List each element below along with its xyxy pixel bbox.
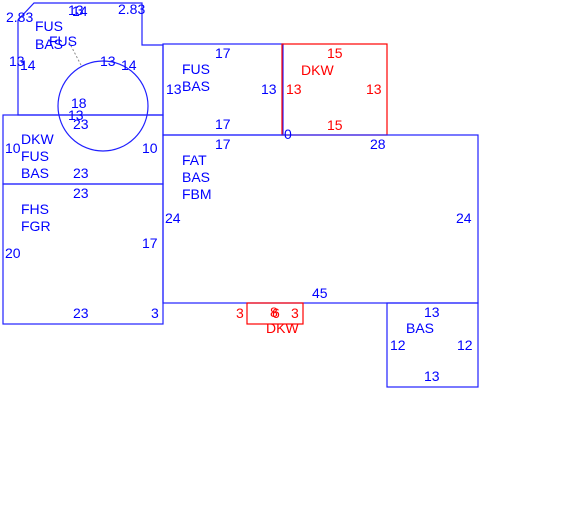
dimension-label: 18	[71, 95, 87, 111]
area-label-line: FAT	[182, 152, 207, 168]
dimension-label: 13	[68, 107, 84, 123]
dimension-label: 14	[20, 57, 36, 73]
dimension-label: 17	[215, 116, 231, 132]
dimension-label: 13	[424, 368, 440, 384]
dimension-label: 23	[73, 116, 89, 132]
dimension-label: 13	[261, 81, 277, 97]
dimension-label: 14	[72, 3, 88, 19]
dimension-label: 13	[366, 81, 382, 97]
dimension-label: 13	[9, 53, 25, 69]
dimension-label: 12	[390, 337, 406, 353]
area-label-line: BAS	[21, 165, 49, 181]
dimension-label: 23	[73, 185, 89, 201]
area-label-line: BAS	[406, 320, 434, 336]
area-label-line: DKW	[266, 320, 299, 336]
dimension-label: 12	[457, 337, 473, 353]
dimension-label: 2.83	[118, 1, 145, 17]
dimension-label: 10	[5, 140, 21, 156]
dimension-label: 15	[327, 45, 343, 61]
dimension-label: 23	[73, 165, 89, 181]
area-label-line: DKW	[21, 131, 54, 147]
dimension-label: 0	[284, 126, 292, 142]
area-label-line: FUS	[182, 61, 210, 77]
dimension-label: 17	[215, 45, 231, 61]
area-label-line: FUS	[35, 18, 63, 34]
area-label-line: BAS	[182, 78, 210, 94]
dimension-label: 8	[270, 304, 278, 320]
dimension-label: 15	[327, 117, 343, 133]
dimension-label: 3	[236, 305, 244, 321]
area-label-line: FGR	[21, 218, 51, 234]
dimension-label: 20	[5, 245, 21, 261]
wing-divider	[68, 41, 83, 68]
dimension-label: 2.83	[6, 9, 33, 25]
dimension-label: 28	[370, 136, 386, 152]
area-label-line: BAS	[35, 36, 63, 52]
circle-feature	[57, 60, 149, 152]
area-outline-bottom-right	[386, 302, 479, 388]
area-outline-main-block	[162, 134, 479, 304]
dimension-label: 14	[121, 57, 137, 73]
area-label-line: FBM	[182, 186, 212, 202]
area-label-overlay: FUS	[49, 33, 77, 49]
dimension-label: 13	[286, 81, 302, 97]
area-label-line: BAS	[182, 169, 210, 185]
dimension-label: 24	[165, 210, 181, 226]
area-label-line: DKW	[301, 62, 334, 78]
dimension-label: 13	[68, 2, 84, 18]
area-outline-bottom-deck	[246, 302, 304, 325]
dimension-label: 45	[312, 285, 328, 301]
dimension-label: 10	[142, 140, 158, 156]
dimension-label: 24	[456, 210, 472, 226]
dimension-label: 17	[142, 235, 158, 251]
dimension-label: 13	[100, 53, 116, 69]
dimension-label: 3	[151, 305, 159, 321]
dimension-label: 3	[291, 305, 299, 321]
dimension-label: 13	[424, 304, 440, 320]
dimension-label: 6	[272, 305, 280, 321]
dimension-label: 23	[73, 305, 89, 321]
area-label-line: FUS	[21, 148, 49, 164]
dimension-label: 13	[166, 81, 182, 97]
dimension-label: 17	[215, 136, 231, 152]
area-label-line: FHS	[21, 201, 49, 217]
